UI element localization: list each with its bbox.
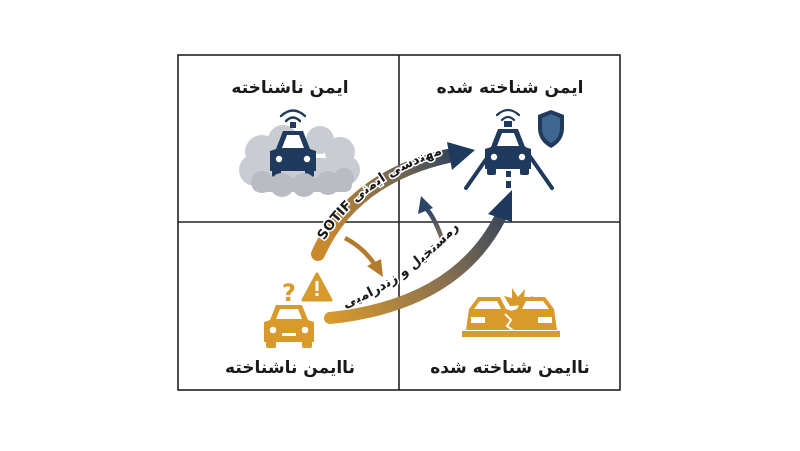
quadrant-label-top-left: ایمن ناشناخته xyxy=(231,78,349,98)
car-crash-icon xyxy=(462,288,560,337)
arrow-lower-main xyxy=(324,190,512,324)
quadrant-label-bottom-left: ناایمن ناشناخته xyxy=(225,358,355,378)
quadrant-grid xyxy=(177,54,621,391)
car-question-warning-icon: ? xyxy=(264,272,333,348)
arrow-label-lower: درمستخیل و زندرامیی xyxy=(0,0,462,312)
quadrant-label-bottom-right: ناایمن شناخته شده xyxy=(430,358,590,378)
question-mark-icon: ? xyxy=(282,279,296,307)
car-in-fog-icon xyxy=(239,109,360,197)
arrow-down-to-unsafe xyxy=(343,236,383,277)
car-with-shield-icon xyxy=(464,108,564,190)
quadrant-label-top-right: ایمن شناخته شده xyxy=(436,78,584,98)
arrow-up-to-safe xyxy=(418,196,446,243)
arrow-safety-engineering xyxy=(311,142,475,261)
